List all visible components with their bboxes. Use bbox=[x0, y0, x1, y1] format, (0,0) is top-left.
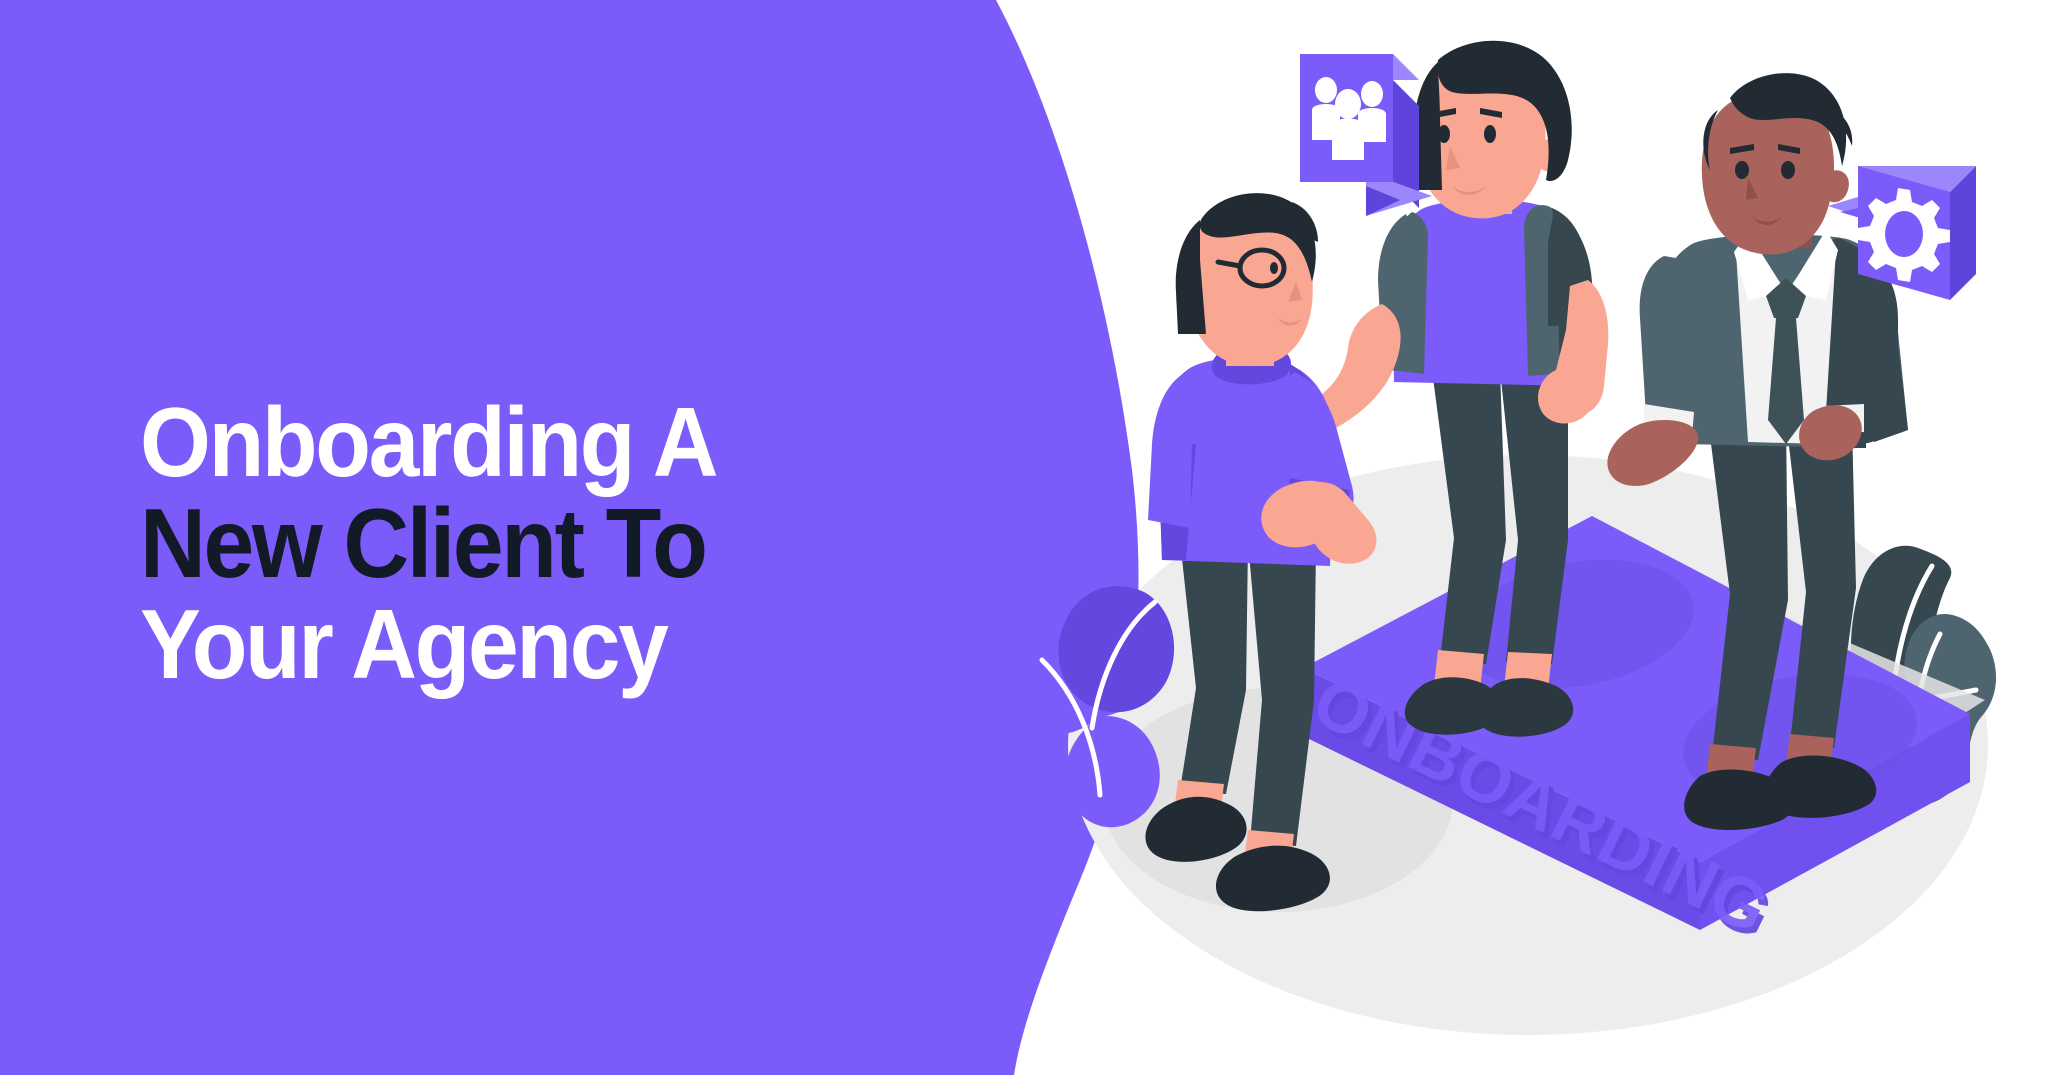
client-arm-right bbox=[1824, 252, 1898, 444]
client-head bbox=[1701, 91, 1834, 255]
client-tie bbox=[1766, 278, 1806, 318]
woman-eye-left bbox=[1438, 125, 1450, 143]
glasses-icon bbox=[1215, 247, 1287, 289]
woman-head bbox=[1415, 54, 1546, 219]
woman-shoe-left bbox=[1404, 677, 1502, 735]
woman-hand-right bbox=[1537, 366, 1596, 424]
character-client bbox=[1607, 73, 1908, 831]
client-leg-right bbox=[1786, 420, 1856, 748]
settings-badge bbox=[1828, 166, 1976, 300]
client-leg-left bbox=[1708, 420, 1788, 760]
employee-leg-left bbox=[1180, 540, 1248, 794]
woman-shoe-right bbox=[1476, 678, 1574, 737]
people-group-icon bbox=[1312, 77, 1386, 160]
employee-hair bbox=[1199, 193, 1316, 282]
woman-eye-right bbox=[1484, 125, 1496, 143]
employee-shoe-left bbox=[1145, 796, 1247, 862]
client-shoe-right bbox=[1764, 755, 1877, 818]
platform-front-face bbox=[1303, 668, 1700, 930]
client-eye-left bbox=[1735, 161, 1749, 179]
people-badge-side bbox=[1393, 80, 1419, 208]
employee-head bbox=[1186, 207, 1313, 367]
woman-leg-right bbox=[1500, 370, 1568, 664]
client-hair bbox=[1730, 73, 1847, 166]
client-eye-right bbox=[1781, 161, 1795, 179]
woman-hair bbox=[1437, 40, 1572, 182]
woman-leg-left bbox=[1432, 370, 1506, 664]
plant-left bbox=[993, 586, 1175, 828]
employee-arm-left bbox=[1148, 372, 1198, 528]
purple-blob bbox=[0, 0, 1139, 1075]
client-shoe-left bbox=[1684, 769, 1794, 831]
client-tie-blade bbox=[1768, 318, 1804, 444]
settings-badge-side bbox=[1950, 166, 1976, 300]
platform-right-face bbox=[1700, 714, 1970, 930]
people-badge bbox=[1300, 54, 1432, 216]
employee-leg-right bbox=[1248, 542, 1316, 846]
employee-hand bbox=[1261, 480, 1341, 548]
client-arm-left bbox=[1639, 256, 1700, 449]
headline-block: Onboarding A New Client To Your Agency bbox=[140, 392, 960, 695]
headline-line-2: New Client To bbox=[140, 488, 708, 598]
client-hand-left bbox=[1607, 420, 1699, 486]
employee-eye bbox=[1270, 262, 1278, 274]
employee-shoe-right bbox=[1215, 845, 1330, 912]
character-employee bbox=[1145, 193, 1377, 912]
headline-line-3: Your Agency bbox=[140, 589, 669, 699]
character-woman bbox=[1257, 40, 1609, 737]
woman-sleeve-left bbox=[1378, 214, 1422, 320]
headline-line-1: Onboarding A bbox=[140, 387, 719, 497]
client-hand-right bbox=[1799, 405, 1862, 461]
